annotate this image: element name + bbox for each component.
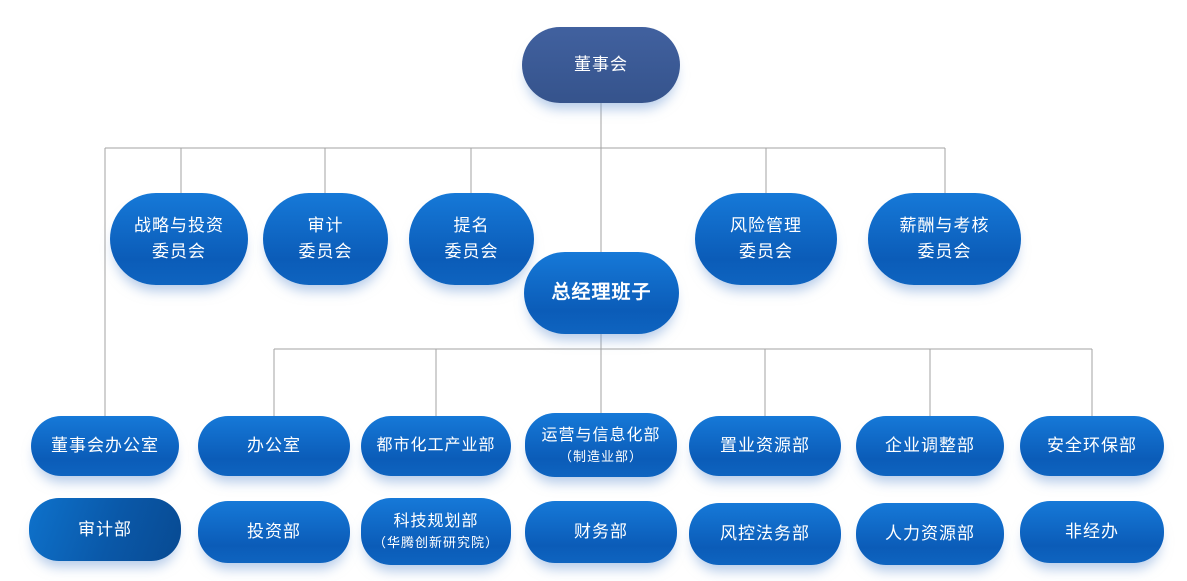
node-label: 委员会 xyxy=(917,242,972,261)
node-risk-legal-dept: 风控法务部 xyxy=(689,503,841,565)
node-label: 战略与投资 xyxy=(134,216,224,235)
node-label: 风险管理 xyxy=(730,216,802,235)
node-label: 委员会 xyxy=(739,242,793,261)
node-nomination-committee: 提名 委员会 xyxy=(409,193,534,285)
node-label: 投资部 xyxy=(247,522,301,541)
node-safety-environment-dept: 安全环保部 xyxy=(1020,416,1164,476)
node-label: 企业调整部 xyxy=(885,436,975,455)
node-enterprise-adjustment-dept: 企业调整部 xyxy=(856,416,1004,476)
node-sublabel: （华腾创新研究院） xyxy=(372,535,499,550)
node-label: 审计部 xyxy=(78,519,132,539)
node-label: 运营与信息化部 xyxy=(541,426,661,444)
node-audit-dept: 审计部 xyxy=(29,498,181,561)
node-urban-chemical-industry-dept: 都市化工产业部 xyxy=(361,416,511,476)
node-label: 董事会 xyxy=(574,55,628,74)
node-label: 董事会办公室 xyxy=(51,436,159,455)
node-label: 风控法务部 xyxy=(720,524,810,543)
node-label: 提名 xyxy=(453,216,490,235)
node-board: 董事会 xyxy=(522,27,680,103)
node-office: 办公室 xyxy=(198,416,350,476)
node-label: 科技规划部 xyxy=(393,513,479,530)
node-label: 薪酬与考核 xyxy=(899,216,990,235)
node-label: 都市化工产业部 xyxy=(376,437,496,454)
node-label: 置业资源部 xyxy=(720,436,810,455)
node-non-operating-office: 非经办 xyxy=(1020,501,1164,563)
node-risk-management-committee: 风险管理 委员会 xyxy=(695,193,837,285)
node-investment-dept: 投资部 xyxy=(198,501,350,563)
node-label: 委员会 xyxy=(298,242,353,261)
node-label: 办公室 xyxy=(247,436,301,455)
node-label: 安全环保部 xyxy=(1047,436,1137,455)
node-audit-committee: 审计 委员会 xyxy=(263,193,388,285)
node-board-office: 董事会办公室 xyxy=(31,416,179,476)
node-sublabel: （制造业部） xyxy=(558,448,643,464)
node-label: 委员会 xyxy=(444,242,499,261)
node-hr-dept: 人力资源部 xyxy=(856,503,1004,565)
node-label: 非经办 xyxy=(1065,522,1119,541)
node-gm-team: 总经理班子 xyxy=(524,252,679,334)
node-label: 委员会 xyxy=(152,242,206,261)
node-finance-dept: 财务部 xyxy=(525,501,677,563)
node-compensation-assessment-committee: 薪酬与考核 委员会 xyxy=(868,193,1021,285)
node-realty-resources-dept: 置业资源部 xyxy=(689,416,841,476)
node-label: 人力资源部 xyxy=(885,524,975,543)
node-label: 财务部 xyxy=(574,522,628,541)
node-operations-informatization-dept: 运营与信息化部 （制造业部） xyxy=(525,413,677,477)
node-label: 总经理班子 xyxy=(551,282,652,303)
node-label: 审计 xyxy=(307,216,344,235)
node-strategy-investment-committee: 战略与投资 委员会 xyxy=(110,193,248,285)
node-tech-planning-dept: 科技规划部 （华腾创新研究院） xyxy=(361,498,511,565)
